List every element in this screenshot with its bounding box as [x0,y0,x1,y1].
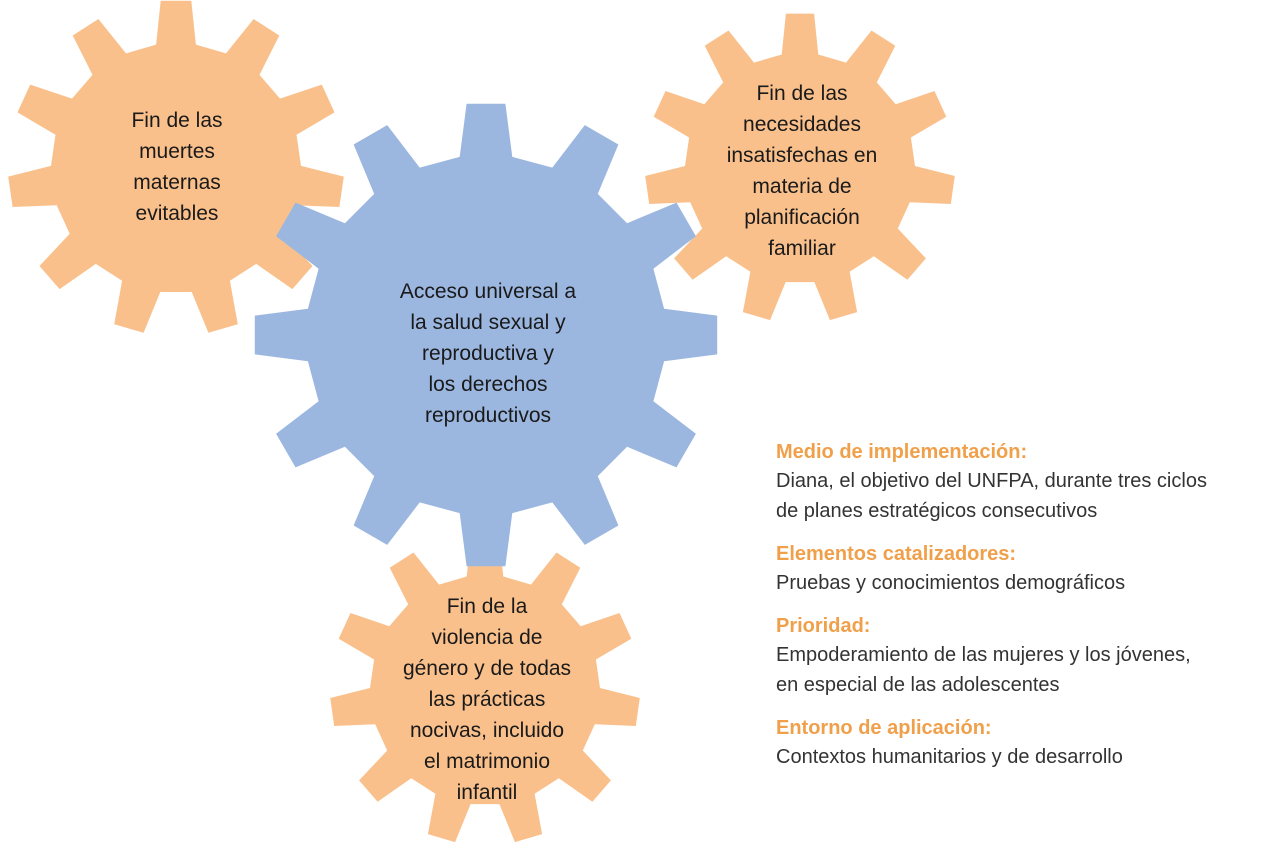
info-text: Pruebas y conocimientos demográficos [776,572,1126,594]
gear-label-line: insatisfechas en [726,144,878,167]
gear-label-line: Fin de las [756,82,848,105]
info-panel: Medio de implementación: Diana, el objet… [776,438,1276,786]
gear-top-left-label: Fin de las muertes maternas evitables [82,105,272,229]
gear-label-line: necesidades [743,113,861,136]
gear-label-line: la salud sexual y [410,311,566,334]
gear-label-line: muertes [139,140,215,163]
gear-label-line: evitables [135,202,219,225]
gear-bottom [330,535,640,843]
gear-label-line: Acceso universal a [399,280,577,303]
gear-top-right [645,13,955,321]
gear-label-line: género y de todas [402,657,572,680]
gear-center [254,103,718,567]
info-heading: Medio de implementación: [776,441,1028,463]
gear-label-line: planificación [744,206,860,229]
gear-label-line: familiar [768,237,836,260]
gear-label-line: reproductiva y [422,342,554,365]
gear-label-line: Fin de las [131,109,223,132]
gear-center-label: Acceso universal a la salud sexual y rep… [348,276,628,431]
info-text: Contextos humanitarios y de desarrollo [776,746,1123,768]
gear-label-line: el matrimonio [423,750,551,773]
gear-label-line: Fin de la [446,595,528,618]
gear-label-line: violencia de [431,626,543,649]
gear-top-left [8,0,344,333]
gear-label-line: los derechos [428,373,548,396]
info-heading: Entorno de aplicación: [776,717,992,739]
info-text: Diana, el objetivo del UNFPA, durante tr… [776,470,1207,492]
gear-top-right-label: Fin de las necesidades insatisfechas en … [687,78,917,264]
gear-label-line: las prácticas [428,688,546,711]
info-text: en especial de las adolescentes [776,674,1060,696]
gear-label-line: materia de [752,175,852,198]
info-block-catalysts: Elementos catalizadores: Pruebas y conoc… [776,540,1276,598]
info-text: Empoderamiento de las mujeres y los jóve… [776,644,1191,666]
info-heading: Elementos catalizadores: [776,543,1017,565]
info-block-environment: Entorno de aplicación: Contextos humanit… [776,714,1276,772]
info-heading: Prioridad: [776,615,871,637]
info-block-priority: Prioridad: Empoderamiento de las mujeres… [776,612,1276,700]
info-text: de planes estratégicos consecutivos [776,500,1098,522]
gear-label-line: maternas [133,171,221,194]
gear-label-line: reproductivos [424,404,552,427]
gear-label-line: nocivas, incluido [409,719,565,742]
gear-bottom-label: Fin de la violencia de género y de todas… [362,591,612,808]
info-block-implementation: Medio de implementación: Diana, el objet… [776,438,1276,526]
gear-label-line: infantil [456,781,518,804]
